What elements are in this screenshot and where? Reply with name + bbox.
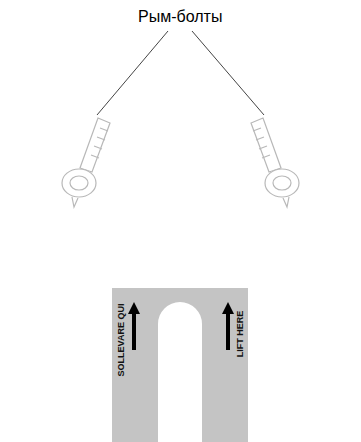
title-label: Рым-болты — [138, 8, 222, 26]
plate-graphics — [112, 288, 248, 442]
leader-line — [97, 31, 264, 115]
rotated-text: LIFT HERE — [235, 311, 245, 358]
lift-plate: SOLLEVARE QUI LIFT HERE — [112, 288, 248, 442]
rotated-text: SOLLEVARE QUI — [116, 304, 126, 377]
